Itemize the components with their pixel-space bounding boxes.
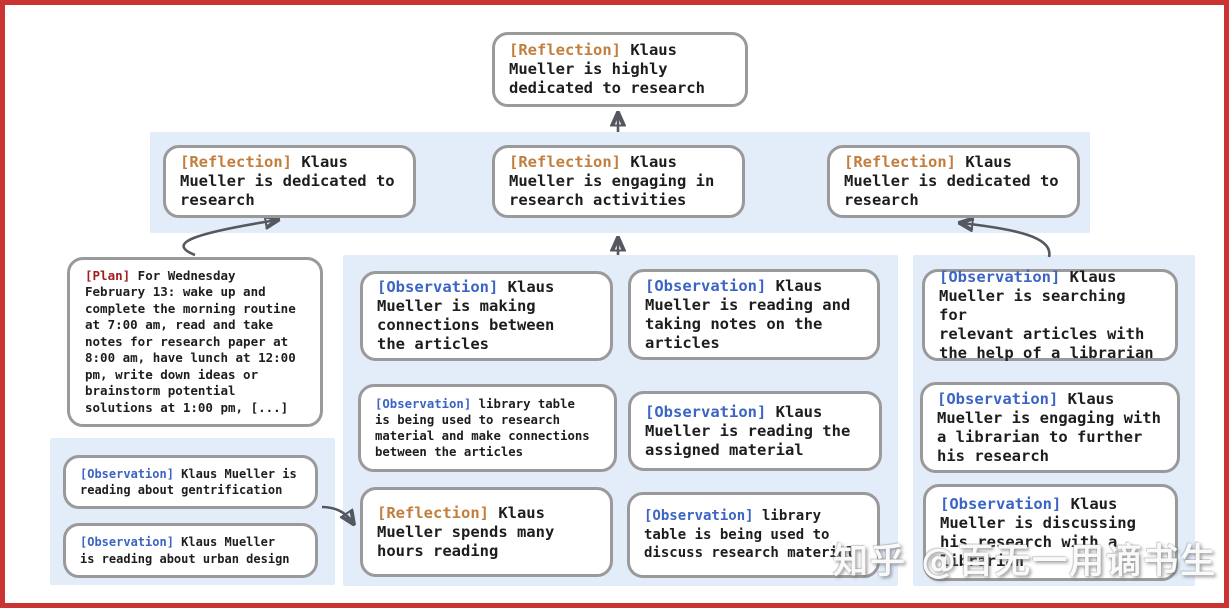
reflection-tag: [Reflection] (180, 153, 292, 171)
node-obs-engaging-librarian: [Observation] Klaus Mueller is engaging … (920, 382, 1180, 473)
node-obs-gentrification: [Observation] Klaus Mueller is reading a… (63, 455, 318, 509)
node-obs-library-research: [Observation] library table is being use… (358, 384, 617, 472)
node-obs-connections: [Observation] Klaus Mueller is making co… (360, 271, 613, 361)
node-text: [Observation] Klaus Mueller is engaging … (937, 389, 1161, 465)
node-obs-urban-design: [Observation] Klaus Mueller is reading a… (63, 523, 318, 578)
node-obs-discussing-librarian: [Observation] Klaus Mueller is discussin… (923, 484, 1178, 581)
observation-tag: [Observation] (80, 466, 174, 481)
reflection-tag: [Reflection] (509, 41, 621, 59)
node-plan: [Plan] For Wednesday February 13: wake u… (67, 257, 323, 427)
node-text: [Observation] library table is being use… (375, 397, 590, 459)
node-obs-assigned-material: [Observation] Klaus Mueller is reading t… (628, 391, 882, 471)
node-text: [Reflection] Klaus Mueller is dedicated … (180, 153, 395, 209)
observation-tag: [Observation] (937, 389, 1059, 408)
node-text: [Observation] Klaus Mueller is discussin… (940, 494, 1136, 570)
reflection-tag: [Reflection] (844, 153, 956, 171)
node-text: [Reflection] Klaus Mueller is dedicated … (844, 153, 1059, 209)
node-text: [Observation] Klaus Mueller is reading t… (645, 402, 851, 459)
node-text: [Observation] Klaus Mueller is searching… (939, 267, 1154, 362)
node-text: [Reflection] Klaus Mueller spends many h… (377, 503, 555, 560)
node-text: [Observation] Klaus Mueller is reading a… (80, 535, 290, 566)
node-text: [Observation] Klaus Mueller is reading a… (645, 276, 851, 352)
node-text: [Reflection] Klaus Mueller is engaging i… (509, 153, 715, 209)
observation-tag: [Observation] (645, 276, 767, 295)
zhihu-watermark: 知乎 @百无一用谪书生 (833, 542, 1218, 582)
observation-tag: [Observation] (939, 267, 1061, 286)
node-reflection-left: [Reflection] Klaus Mueller is dedicated … (163, 145, 416, 218)
node-text: [Observation] Klaus Mueller is reading a… (80, 466, 297, 498)
node-reflection-hours-reading: [Reflection] Klaus Mueller spends many h… (360, 487, 613, 577)
observation-tag: [Observation] (377, 278, 499, 296)
node-text: [Plan] For Wednesday February 13: wake u… (85, 267, 296, 415)
reflection-tag: [Reflection] (509, 153, 621, 171)
node-reflection-right: [Reflection] Klaus Mueller is dedicated … (827, 145, 1080, 218)
node-text: [Observation] library table is being use… (644, 508, 855, 562)
node-text: [Reflection] Klaus Mueller is highly ded… (509, 41, 705, 97)
node-obs-library-discuss: [Observation] library table is being use… (627, 492, 880, 578)
observation-tag: [Observation] (940, 494, 1062, 513)
node-text: [Observation] Klaus Mueller is making co… (377, 278, 555, 353)
plan-tag: [Plan] (85, 267, 131, 283)
node-reflection-mid: [Reflection] Klaus Mueller is engaging i… (492, 145, 745, 218)
observation-tag: [Observation] (375, 397, 472, 411)
observation-tag: [Observation] (80, 535, 174, 549)
node-obs-searching-articles: [Observation] Klaus Mueller is searching… (922, 268, 1178, 362)
reflection-tag: [Reflection] (377, 503, 489, 522)
node-reflection-top: [Reflection] Klaus Mueller is highly ded… (492, 32, 748, 107)
observation-tag: [Observation] (644, 508, 754, 525)
node-obs-taking-notes: [Observation] Klaus Mueller is reading a… (628, 269, 880, 360)
observation-tag: [Observation] (645, 402, 767, 421)
